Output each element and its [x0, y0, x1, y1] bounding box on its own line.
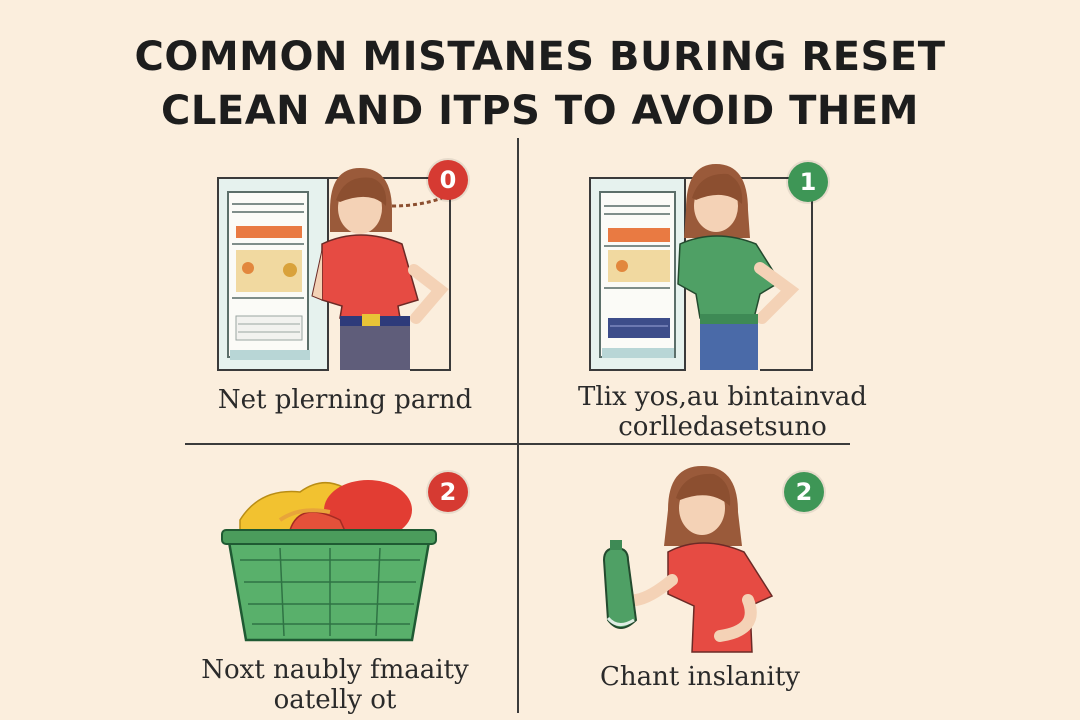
step-badge-green: 2 — [784, 472, 824, 512]
caption-line: Chant inslanity — [599, 662, 800, 692]
caption-line: Net plerning parnd — [217, 385, 473, 415]
horizontal-divider — [185, 443, 850, 445]
step-badge-red: 2 — [428, 472, 468, 512]
panel-caption: Noxt naubly fmaaity oatelly ot — [175, 655, 495, 715]
step-badge-red: 0 — [428, 160, 468, 200]
caption-line: Noxt naubly fmaaity — [201, 655, 469, 685]
woman-green-shirt-icon — [677, 164, 800, 370]
woman-with-bottle-icon — [602, 466, 774, 653]
step-badge-green: 1 — [788, 162, 828, 202]
refrigerator-icon — [589, 177, 686, 371]
caption-line: corlledasetsuno — [618, 412, 827, 442]
caption-line: Tlix yos,au bintainvad — [578, 382, 867, 412]
page-title: COMMON MISTANES BURING RESET CLEAN AND I… — [0, 30, 1080, 138]
title-line-1: COMMON MISTANES BURING RESET — [134, 34, 946, 80]
panel-caption: Tlix yos,au bintainvad corlledasetsuno — [545, 382, 900, 442]
caption-line: oatelly ot — [273, 685, 397, 715]
laundry-basket-icon — [221, 480, 437, 642]
title-line-2: CLEAN AND ITPS TO AVOID THEM — [161, 88, 919, 134]
woman-red-shirt-icon — [311, 168, 449, 370]
panel-caption: Net plerning parnd — [190, 385, 500, 415]
refrigerator-icon — [217, 177, 329, 371]
panel-caption: Chant inslanity — [565, 662, 835, 692]
vertical-divider — [517, 138, 519, 713]
